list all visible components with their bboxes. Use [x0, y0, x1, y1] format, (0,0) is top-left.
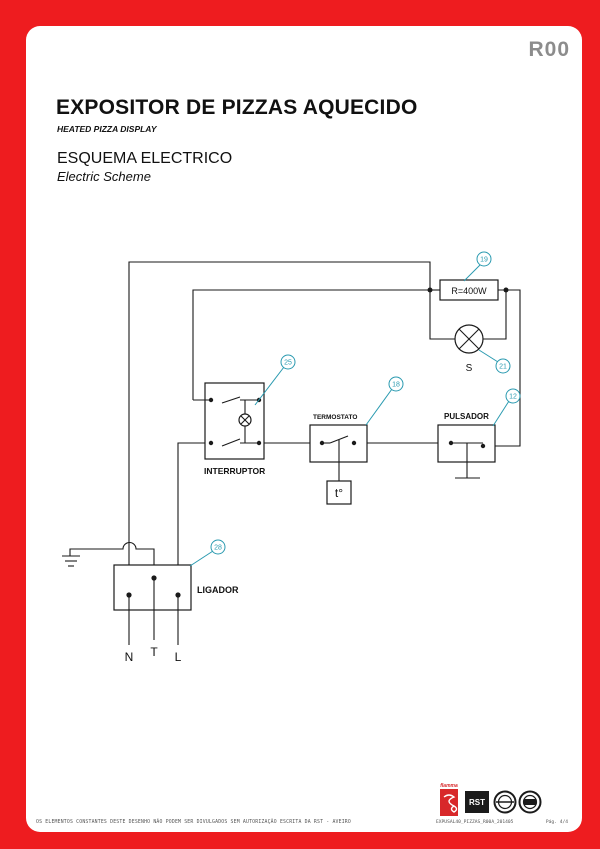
- terminal-l-label: L: [175, 650, 182, 664]
- svg-text:RST: RST: [469, 798, 485, 807]
- svg-text:25: 25: [284, 360, 292, 367]
- lamp-right-wire: [483, 290, 507, 340]
- resistor-label: R=400W: [451, 286, 487, 296]
- thermostat-symbol: t°: [335, 486, 343, 500]
- callout-terminal: 28: [189, 539, 226, 567]
- svg-text:12: 12: [509, 394, 517, 401]
- scheme-subtitle: Electric Scheme: [57, 169, 151, 184]
- page-subtitle: HEATED PIZZA DISPLAY: [57, 124, 157, 134]
- switch-label: INTERRUPTOR: [204, 466, 265, 476]
- neutral-wire: [128, 261, 455, 595]
- callout-switch: 25: [254, 354, 296, 406]
- callout-pushbutton: 12: [492, 388, 521, 427]
- flamma-logo: flamma: [440, 783, 458, 816]
- certification-seal-2: [518, 790, 542, 814]
- earth-icon: [62, 555, 80, 567]
- callouts: 19 21 25 18 12 28: [189, 251, 521, 567]
- callout-thermostat: 18: [365, 376, 404, 426]
- callout-lamp: 21: [478, 349, 511, 374]
- svg-text:28: 28: [214, 545, 222, 552]
- main-switch: INTERRUPTOR: [193, 382, 265, 476]
- resistor: R=400W: [427, 279, 509, 301]
- svg-text:19: 19: [480, 257, 488, 264]
- terminal-label: LIGADOR: [197, 585, 239, 595]
- revision-label: R00: [528, 38, 570, 61]
- switch-to-resistor-wire: [192, 289, 430, 400]
- pushbutton: PULSADOR: [437, 412, 496, 479]
- indicator-lamp: S: [454, 324, 484, 374]
- page-title: EXPOSITOR DE PIZZAS AQUECIDO: [56, 96, 418, 119]
- thermostat-label: TERMOSTATO: [313, 414, 357, 421]
- svg-text:flamma: flamma: [440, 783, 458, 789]
- scheme-title: ESQUEMA ELECTRICO: [57, 150, 233, 167]
- callout-resistor: 19: [463, 251, 492, 282]
- earth-wire: [69, 541, 155, 578]
- line-wire: [177, 442, 211, 595]
- brand-logos: flamma RST: [440, 783, 542, 816]
- confidentiality-note: OS ELEMENTOS CONSTANTES DESTE DESENHO NÃ…: [36, 820, 351, 825]
- wiring: [69, 261, 521, 595]
- terminal-t-label: T: [150, 645, 158, 659]
- rst-logo: RST: [465, 791, 489, 813]
- lamp-label: S: [466, 363, 473, 374]
- drawing-code: EXPUSAL40_PIZZAS_R00A_201405: [436, 820, 514, 825]
- terminal-block: LIGADOR N T L: [113, 564, 239, 664]
- resistor-right-wire: [483, 289, 521, 447]
- pushbutton-label: PULSADOR: [444, 412, 489, 421]
- svg-text:18: 18: [392, 382, 400, 389]
- thermostat: t° TERMOSTATO: [309, 414, 368, 505]
- certification-seal-1: [493, 790, 517, 814]
- terminal-n-label: N: [125, 650, 134, 664]
- svg-text:21: 21: [499, 364, 507, 371]
- page-number: Pág. 4/4: [545, 820, 568, 825]
